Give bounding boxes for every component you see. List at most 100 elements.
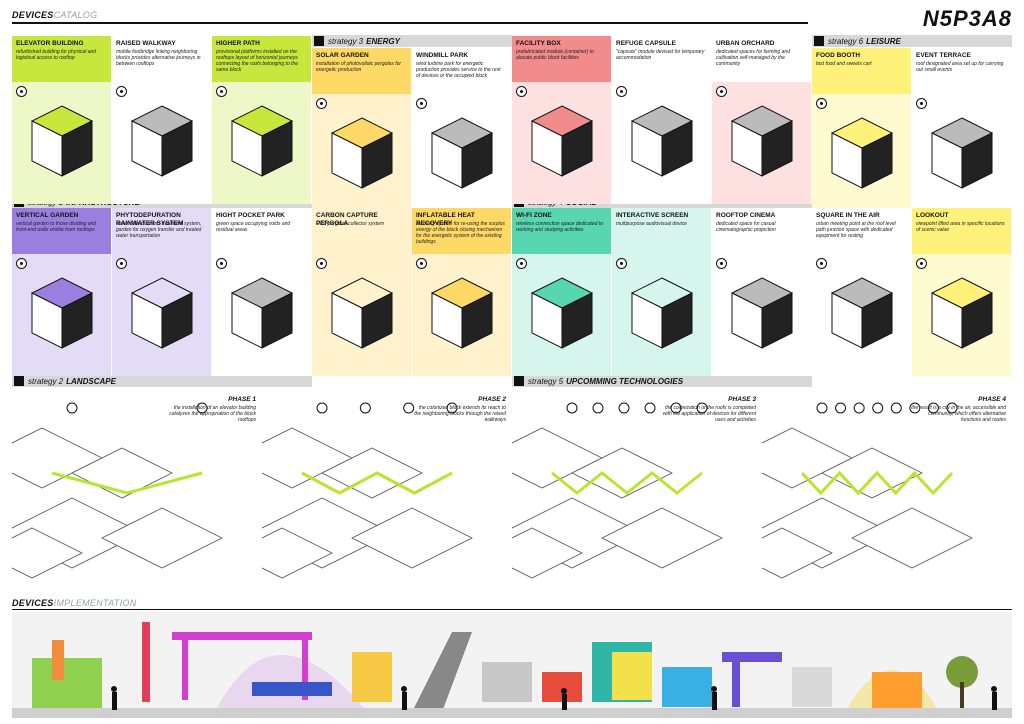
device-illustration [930, 277, 994, 349]
leisure-icon [814, 36, 824, 46]
card-description: installation of photovoltaic pergolas fo… [316, 61, 402, 73]
card-title-band [312, 208, 411, 254]
device-illustration [730, 277, 794, 349]
device-illustration [130, 277, 194, 349]
device-marker-icon [835, 402, 847, 414]
card-title-band [112, 36, 211, 82]
city-block [12, 527, 83, 579]
device-illustration [730, 105, 794, 177]
device-category-icon [516, 258, 527, 269]
card-description: viewpoint lifted area in specific locati… [916, 221, 1005, 233]
device-marker-icon [566, 402, 578, 414]
panorama-purple-post [732, 662, 740, 707]
strategy-3-name: ENERGY [366, 36, 400, 46]
card-title: RAISED WALKWAY [116, 40, 176, 47]
phase-axonometric [512, 402, 723, 579]
device-category-icon [616, 258, 627, 269]
card-title-band [512, 36, 611, 82]
phase-axonometric [762, 402, 973, 579]
device-marker-icon [670, 402, 682, 414]
device-marker-icon [403, 402, 415, 414]
device-illustration [230, 105, 294, 177]
card-title: SOLAR GARDEN [316, 52, 369, 59]
device-category-icon [316, 258, 327, 269]
card-title: PHYTODEPURATION RAINWATER SYSTEM [116, 212, 184, 227]
device-illustration [430, 117, 494, 189]
city-block [601, 507, 723, 569]
card-description: CO2 pergolas collector system [316, 221, 385, 227]
card-description: recovery system for re-using the surplus… [416, 221, 505, 245]
device-category-icon [216, 86, 227, 97]
implementation-rule [12, 609, 1012, 610]
device-card: RAISED WALKWAY mobile footbridge linking … [112, 36, 212, 204]
panorama-lift [792, 667, 832, 707]
device-illustration [530, 105, 594, 177]
device-marker-icon [196, 402, 208, 414]
card-description: urban meeting point at the roof level pa… [816, 221, 896, 239]
card-title: LOOKOUT [916, 212, 949, 219]
city-block [512, 527, 583, 579]
city-block [762, 427, 853, 489]
strategy-2-name: LANDSCAPE [66, 376, 116, 386]
device-illustration [430, 277, 494, 349]
phase-title: PHASE 4 [978, 396, 1006, 403]
phase-description: the colonized block extends its reach to… [414, 405, 506, 423]
panorama-tree-trunk [960, 682, 964, 712]
device-category-icon [216, 258, 227, 269]
panorama-people [111, 686, 997, 710]
card-title-band [12, 208, 111, 254]
device-marker-icon [644, 402, 656, 414]
device-category-icon [16, 258, 27, 269]
card-title-band [812, 48, 911, 94]
device-category-icon [916, 98, 927, 109]
card-title-band [412, 208, 511, 254]
phase-title: PHASE 3 [728, 396, 756, 403]
implementation-header-bold: DEVICES [12, 598, 54, 608]
card-description: wireless connection space dedicated to w… [516, 221, 603, 233]
device-marker-icon [853, 402, 865, 414]
card-description: prefabricated module (container) to aloc… [516, 49, 594, 61]
device-marker-icon [872, 402, 884, 414]
city-block [351, 507, 473, 569]
card-title-band [712, 208, 811, 254]
card-description: water collection and treatment system, g… [116, 221, 202, 239]
card-title: VERTICAL GARDEN [16, 212, 79, 219]
phase-description: the colonization or the roofs is complet… [662, 405, 756, 423]
device-card: REFUGE CAPSULE"capsule" module devised f… [612, 36, 712, 204]
city-block [821, 447, 923, 499]
card-description: dedicated spaces for farming and cultiva… [716, 49, 790, 67]
header-rule [12, 22, 808, 24]
city-block [571, 447, 673, 499]
phase-panel: PHASE 3 the colonization or the roofs is … [512, 388, 768, 588]
phase-axonometric [262, 402, 473, 579]
city-block [762, 527, 833, 579]
device-category-icon [16, 86, 27, 97]
panorama-magenta-post-2 [302, 640, 308, 700]
strategy-6-name: LEISURE [866, 36, 901, 46]
device-illustration [930, 117, 994, 189]
device-category-icon [816, 98, 827, 109]
card-title: WINDMILL PARK [416, 52, 469, 59]
card-description: fast food and sweets cart [816, 61, 872, 67]
device-marker-icon [946, 402, 958, 414]
panorama-red-post [142, 622, 150, 702]
city-block [262, 427, 353, 489]
panorama-purple-bridge [722, 652, 782, 662]
card-title: HIGHT POCKET PARK [216, 212, 285, 219]
card-description: mobile footbridge linking neighboring bl… [116, 49, 201, 67]
device-illustration [330, 277, 394, 349]
device-card: SOLAR GARDEN installation of photovoltaic… [312, 48, 412, 216]
card-title: ROOFTOP CINEMA [716, 212, 776, 219]
city-block [262, 527, 333, 579]
device-illustration [30, 105, 94, 177]
